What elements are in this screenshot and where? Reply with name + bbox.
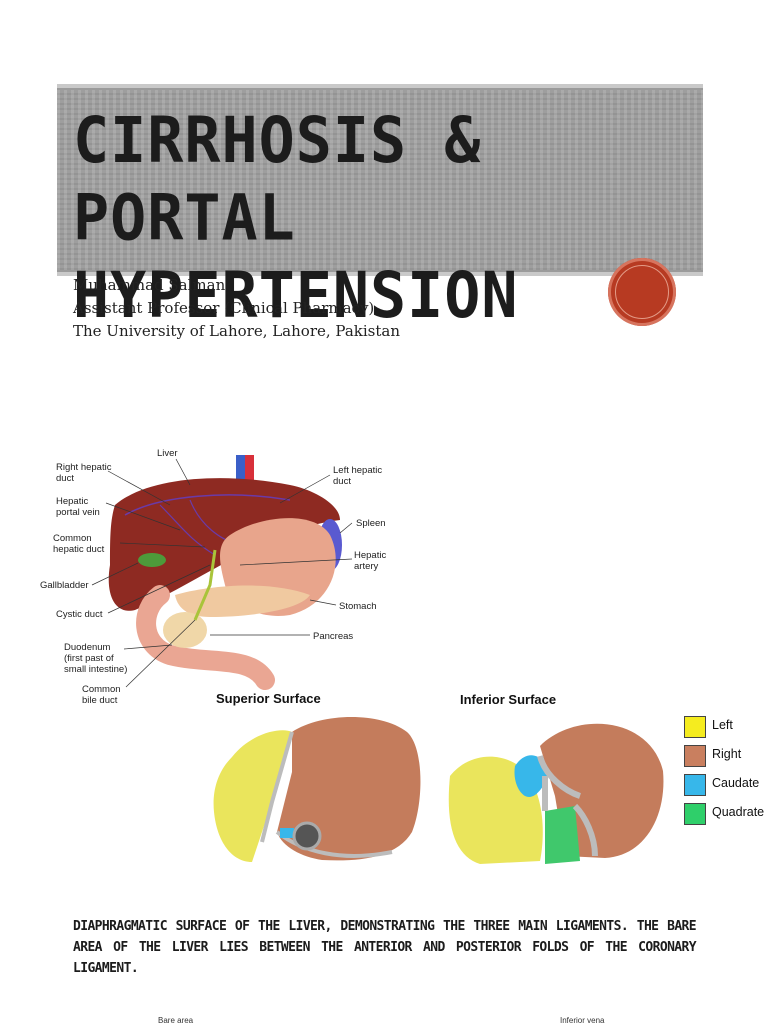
legend-swatch-right bbox=[684, 745, 706, 767]
legend-swatch-left bbox=[684, 716, 706, 738]
legend-item-quadrate: Quadrate bbox=[684, 801, 768, 830]
label-hepatic-artery-1: Hepatic bbox=[354, 550, 386, 561]
legend-item-right: Right bbox=[684, 743, 768, 772]
legend-item-caudate: Caudate bbox=[684, 772, 768, 801]
author-affiliation: The University of Lahore, Lahore, Pakist… bbox=[73, 320, 400, 343]
legend-label-right: Right bbox=[712, 747, 741, 761]
label-left-hepatic-duct-1: Left hepatic bbox=[333, 465, 382, 476]
title-line-1: CIRRHOSIS & PORTAL bbox=[73, 102, 703, 257]
inferior-surface-title: Inferior Surface bbox=[460, 692, 556, 707]
superior-vena-cava bbox=[294, 823, 320, 849]
author-name: Muhammad Salman bbox=[73, 274, 400, 297]
label-stomach: Stomach bbox=[339, 601, 377, 612]
label-liver: Liver bbox=[157, 448, 178, 459]
label-common-hepatic-duct-1: Common bbox=[53, 533, 92, 544]
label-common-hepatic-duct-2: hepatic duct bbox=[53, 544, 104, 555]
label-cystic-duct: Cystic duct bbox=[56, 609, 102, 620]
author-role: Assistant Professor (Clinical Pharmacy) bbox=[73, 297, 400, 320]
label-common-bile-duct-1: Common bbox=[82, 684, 121, 695]
label-gallbladder: Gallbladder bbox=[40, 580, 89, 591]
label-duodenum-1: Duodenum bbox=[64, 642, 110, 653]
label-right-hepatic-duct-2: duct bbox=[56, 473, 74, 484]
legend-swatch-quadrate bbox=[684, 803, 706, 825]
label-duodenum-2: (first past of bbox=[64, 653, 114, 664]
superior-surface-drawing bbox=[212, 712, 424, 866]
legend-label-caudate: Caudate bbox=[712, 776, 759, 790]
lobe-legend: Left Right Caudate Quadrate bbox=[684, 714, 768, 830]
legend-label-quadrate: Quadrate bbox=[712, 805, 764, 819]
label-left-hepatic-duct-2: duct bbox=[333, 476, 351, 487]
author-block: Muhammad Salman Assistant Professor (Cli… bbox=[73, 274, 400, 343]
legend-swatch-caudate bbox=[684, 774, 706, 796]
superior-caudate bbox=[280, 828, 294, 838]
label-common-bile-duct-2: bile duct bbox=[82, 695, 117, 706]
inferior-quadrate bbox=[545, 806, 580, 864]
label-pancreas: Pancreas bbox=[313, 631, 353, 642]
label-right-hepatic-duct-1: Right hepatic bbox=[56, 462, 111, 473]
legend-label-left: Left bbox=[712, 718, 733, 732]
label-hepatic-portal-vein-1: Hepatic bbox=[56, 496, 88, 507]
gallbladder-shape bbox=[138, 553, 166, 567]
inferior-surface-drawing bbox=[445, 716, 667, 866]
decorative-circle-badge bbox=[608, 258, 676, 326]
label-hepatic-artery-2: artery bbox=[354, 561, 378, 572]
label-duodenum-3: small intestine) bbox=[64, 664, 127, 675]
label-hepatic-portal-vein-2: portal vein bbox=[56, 507, 100, 518]
figure-caption: Diaphragmatic surface of the liver, demo… bbox=[73, 916, 696, 979]
liver-anatomy-illustration: Liver Right hepatic duct Hepatic portal … bbox=[40, 445, 400, 705]
superior-surface-title: Superior Surface bbox=[216, 691, 321, 706]
legend-item-left: Left bbox=[684, 714, 768, 743]
label-spleen: Spleen bbox=[356, 518, 386, 529]
superior-left-lobe bbox=[214, 730, 292, 862]
title-banner: CIRRHOSIS & PORTAL HYPERTENSION bbox=[57, 84, 703, 276]
banner-top-stripe bbox=[57, 84, 703, 88]
